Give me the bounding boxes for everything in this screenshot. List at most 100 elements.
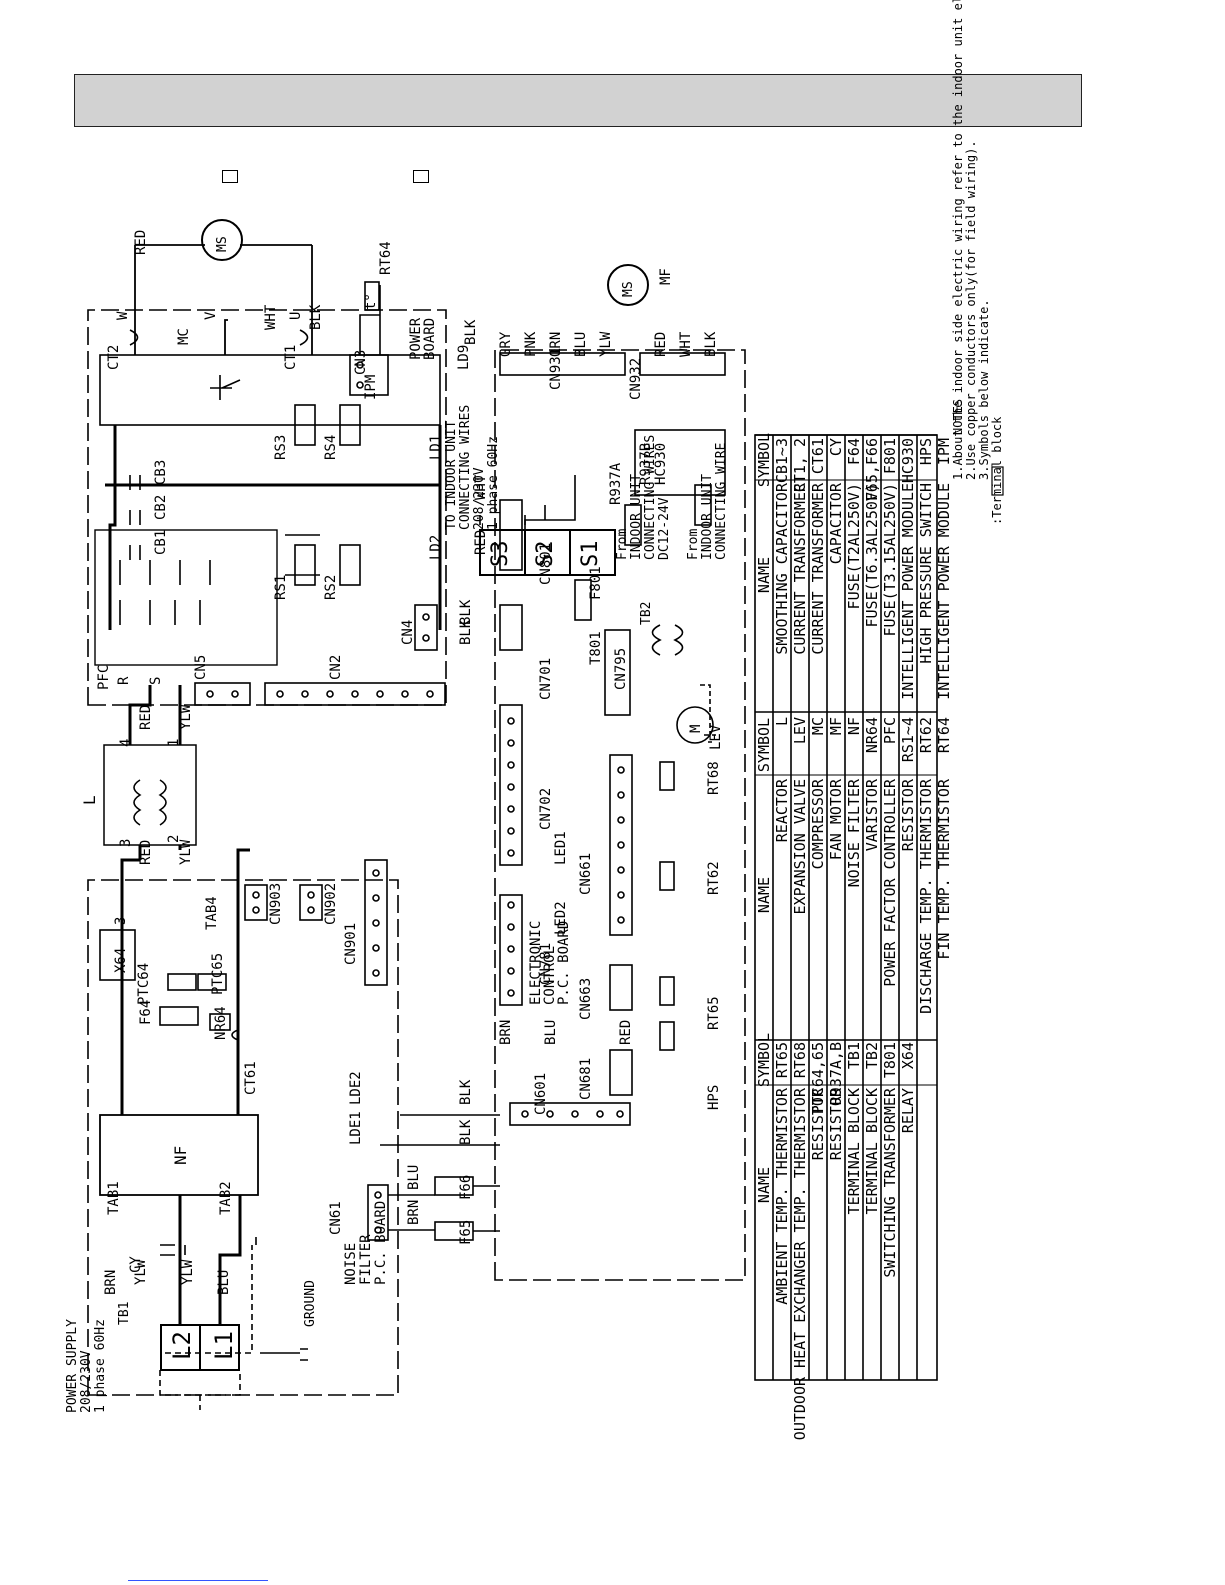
table-name-cell: COMPRESSOR — [809, 778, 827, 869]
svg-text:1: 1 — [166, 739, 182, 747]
ld2-label: LD2 — [428, 535, 444, 560]
red-label-cn801: RED — [473, 530, 489, 555]
cn795-label: CN795 — [613, 648, 629, 690]
cy-label: CY — [128, 1256, 144, 1273]
cn702-connector — [499, 704, 523, 866]
noise-filter-board — [87, 879, 399, 1396]
blk-label-mc: BLK — [308, 304, 324, 330]
table-name-cell: CAPACITOR — [827, 482, 845, 564]
table-name-cell: RESISTOR — [809, 1087, 827, 1160]
cn701-connector — [499, 604, 523, 651]
rt65-label: RT65 — [706, 996, 722, 1030]
cn901-connector — [364, 859, 388, 986]
cn781-label: CN781 — [538, 943, 554, 985]
mc-motor — [201, 219, 243, 261]
r937a-label: R937A — [608, 462, 624, 505]
table-name-cell: FAN MOTOR — [827, 778, 845, 860]
rt65-thermistor — [659, 976, 675, 1006]
ylw-label-2: YLW — [180, 1259, 196, 1285]
tab1-label: TAB1 — [106, 1181, 122, 1215]
ms-label-mf: MS — [621, 281, 636, 297]
ipm-block — [99, 354, 441, 426]
cn663-label: CN663 — [578, 978, 594, 1020]
table-symbol-cell: RT62 — [917, 717, 935, 753]
f801-label: F801 — [588, 566, 604, 600]
svg-text:From: From — [686, 529, 701, 560]
cn61-connector — [367, 1184, 389, 1241]
brn-label-cn601: BRN — [498, 1020, 514, 1045]
table-symbol-cell: HPS — [917, 438, 935, 465]
t801-transformer — [651, 624, 684, 656]
f64-fuse — [159, 1006, 199, 1026]
tab4-label: TAB4 — [204, 896, 220, 930]
blk-label-cn701-a: BLK — [458, 619, 474, 645]
reactor-label: L — [80, 795, 99, 805]
table-symbol-cell: F64 — [845, 438, 863, 465]
cn903-label: CN903 — [268, 883, 284, 925]
indoor-labels: TO INDOOR UNIT CONNECTING WIRES 208/230V… — [444, 405, 729, 625]
svg-text:CONNECTING WIRES: CONNECTING WIRES — [458, 405, 473, 530]
mf-motor — [607, 264, 649, 306]
table-symbol-cell: F65,F66 — [863, 438, 881, 501]
cn681-connector — [609, 1049, 633, 1096]
table-symbol-cell: LEV — [791, 717, 809, 744]
note-1: 1.About the indoor side electric wiring … — [951, 0, 965, 480]
svg-text:BOARD: BOARD — [422, 318, 438, 360]
table-name-cell: REACTOR — [773, 778, 791, 842]
ipm-label: IPM — [363, 375, 379, 400]
cn2-label: CN2 — [328, 655, 344, 680]
cn702-label: CN702 — [538, 788, 554, 830]
red-label-l2: RED — [138, 840, 154, 865]
table-name-cell: EXPANSION VALVE — [791, 779, 809, 914]
cn801-connector — [499, 499, 523, 571]
cn601-connector — [509, 1102, 631, 1126]
f801-fuse — [574, 579, 592, 621]
svg-text:TO INDOOR UNIT: TO INDOOR UNIT — [444, 420, 459, 530]
ylw-label-1: YLW — [133, 1259, 149, 1285]
table-name-cell: DISCHARGE TEMP. THERMISTOR — [917, 778, 935, 1014]
noise-filter-labels: NOISE FILTER P.C. BOARD — [343, 1201, 389, 1285]
rs4-resistor — [339, 404, 361, 446]
table-symbol-cell: RT65 — [773, 1042, 791, 1078]
cn681-label: CN681 — [578, 1058, 594, 1100]
table-symbol-cell: TB2 — [863, 1042, 881, 1069]
ct1-coil — [299, 329, 309, 346]
table-name-cell: RESISTOR — [827, 1087, 845, 1160]
svg-text:INDOOR UNIT: INDOOR UNIT — [700, 474, 715, 560]
rs3-resistor — [294, 404, 316, 446]
x64-relay — [99, 929, 136, 981]
cb1-label: CB1 — [153, 530, 169, 555]
hc930-block — [634, 429, 726, 496]
svg-text:FILTER: FILTER — [358, 1234, 374, 1285]
table-name-cell: NOISE FILTER — [845, 778, 863, 887]
cn5-connector — [194, 682, 251, 706]
table-symbol-cell: CT1, 2 — [791, 438, 809, 492]
tb1-block: L2 L1 — [160, 1324, 240, 1371]
ptc64-resistor — [167, 973, 197, 991]
nr64-label: NR64 — [213, 1006, 229, 1040]
cb3-label: CB3 — [153, 460, 169, 485]
cn795-connector — [604, 629, 631, 716]
blk-label-lde2: BLK — [458, 1079, 474, 1105]
svg-text:1 phase 60Hz: 1 phase 60Hz — [486, 436, 501, 530]
note-4: :Terminal block — [990, 416, 1004, 525]
svg-text:3: 3 — [118, 839, 134, 847]
led2-label: LED2 — [553, 901, 569, 935]
w-label: W — [115, 311, 131, 320]
control-board-labels: ELECTRONIC CONTROL P.C. BOARD CN601 CN68… — [458, 268, 724, 1115]
section-header-band — [74, 74, 1082, 127]
ylw-label-l2: YLW — [178, 839, 194, 865]
table-name-header-2: NAME — [755, 877, 773, 913]
ms-label: MS — [215, 236, 230, 252]
ct2-coil — [129, 329, 139, 346]
cn901-label: CN901 — [343, 923, 359, 965]
r937b-label: R937B — [638, 443, 654, 485]
cn661-label: CN661 — [578, 853, 594, 895]
cn931-label: CN931 — [548, 348, 564, 390]
orn-label: ORN — [548, 332, 564, 357]
ptc65-label: PTC65 — [210, 953, 226, 995]
svg-text:1 phase 60Hz: 1 phase 60Hz — [93, 1319, 108, 1413]
table-name-cell: HIGH PRESSURE SWITCH — [917, 483, 935, 664]
table-symbol-cell: CT61 — [809, 438, 827, 474]
mf-label: MF — [658, 268, 674, 285]
